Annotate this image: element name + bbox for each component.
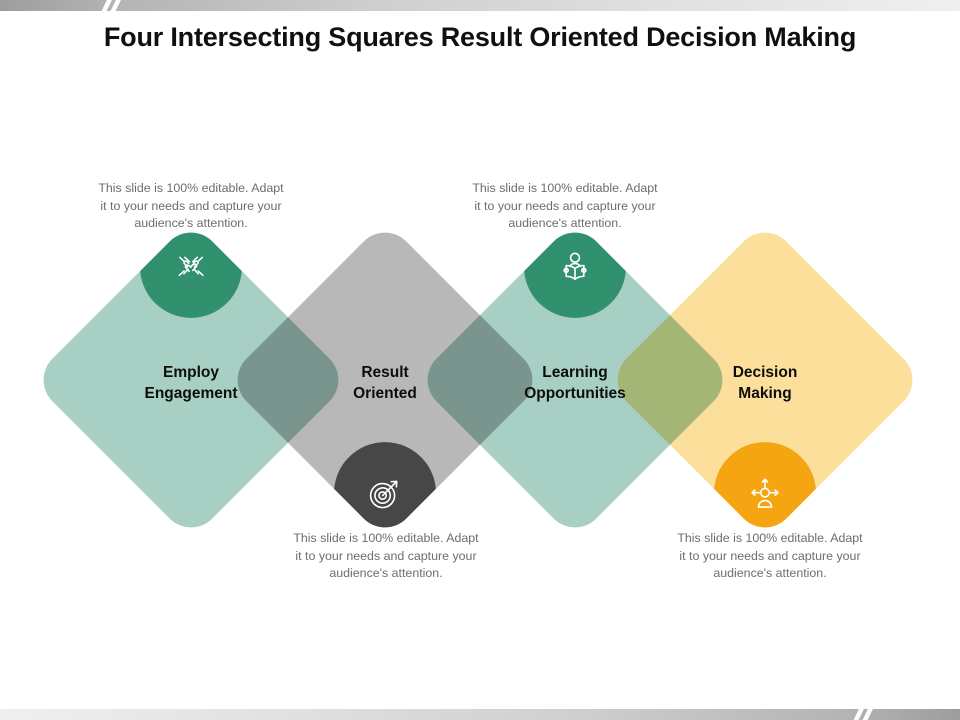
person-reading-book-icon — [552, 244, 598, 290]
teamwork-hands-icon — [168, 244, 214, 290]
top-bar-gradient — [0, 0, 960, 11]
person-choice-arrows-icon — [742, 470, 788, 516]
diamond-shape-1 — [31, 220, 351, 540]
diamond-shape-4 — [605, 220, 925, 540]
caption-result-oriented: This slide is 100% editable. Adapt it to… — [293, 531, 479, 581]
top-decorative-bar — [0, 0, 960, 11]
slide-title: Four Intersecting Squares Result Oriente… — [103, 22, 857, 52]
target-dart-icon — [362, 470, 408, 516]
badge-2 — [334, 442, 436, 540]
badge-3 — [524, 220, 626, 318]
caption-learning-opportunities: This slide is 100% editable. Adapt it to… — [472, 181, 658, 231]
bottom-decorative-bar — [0, 709, 960, 720]
bottom-bar-gradient — [0, 709, 960, 720]
badge-1 — [140, 220, 242, 318]
diamond-shape-2 — [225, 220, 545, 540]
badge-4 — [714, 442, 816, 540]
diamond-shape-3 — [415, 220, 735, 540]
caption-decision-making: This slide is 100% editable. Adapt it to… — [677, 531, 863, 581]
caption-employ-engagement: This slide is 100% editable. Adapt it to… — [98, 181, 284, 231]
